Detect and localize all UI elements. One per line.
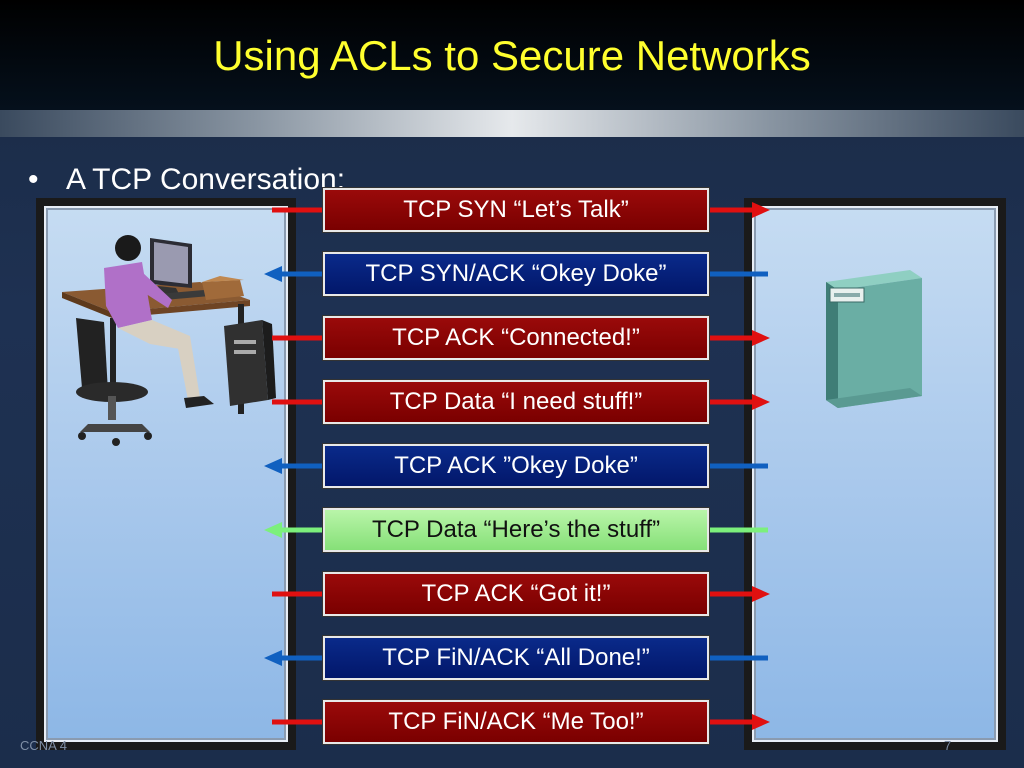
message-box: TCP SYN “Let’s Talk” [323, 188, 709, 232]
message-arrow [264, 458, 768, 474]
message-box: TCP FiN/ACK “Me Too!” [323, 700, 709, 744]
message-box: TCP ACK “Got it!” [323, 572, 709, 616]
message-arrow [264, 522, 768, 538]
message-arrow [272, 202, 770, 218]
title-divider [0, 110, 1024, 137]
message-box: TCP ACK “Connected!” [323, 316, 709, 360]
message-box: TCP FiN/ACK “All Done!” [323, 636, 709, 680]
bullet-text: A TCP Conversation: [66, 163, 346, 196]
bullet-marker: • [28, 163, 39, 196]
arrow-layer [264, 202, 770, 730]
message-box: TCP Data “Here’s the stuff” [323, 508, 709, 552]
footer-course-label: CCNA 4 [20, 738, 67, 753]
message-box: TCP ACK ”Okey Doke” [323, 444, 709, 488]
footer-page-number: 7 [944, 738, 952, 753]
person-at-computer-icon [62, 235, 276, 446]
message-box: TCP Data “I need stuff!” [323, 380, 709, 424]
message-box: TCP SYN/ACK “Okey Doke” [323, 252, 709, 296]
message-arrow [264, 266, 768, 282]
server-icon [826, 270, 922, 408]
message-arrow [272, 586, 770, 602]
message-arrow [264, 650, 768, 666]
title-bar [0, 0, 1024, 110]
message-arrow [272, 394, 770, 410]
message-arrow [272, 330, 770, 346]
message-arrow [272, 714, 770, 730]
page-title: Using ACLs to Secure Networks [213, 32, 811, 79]
